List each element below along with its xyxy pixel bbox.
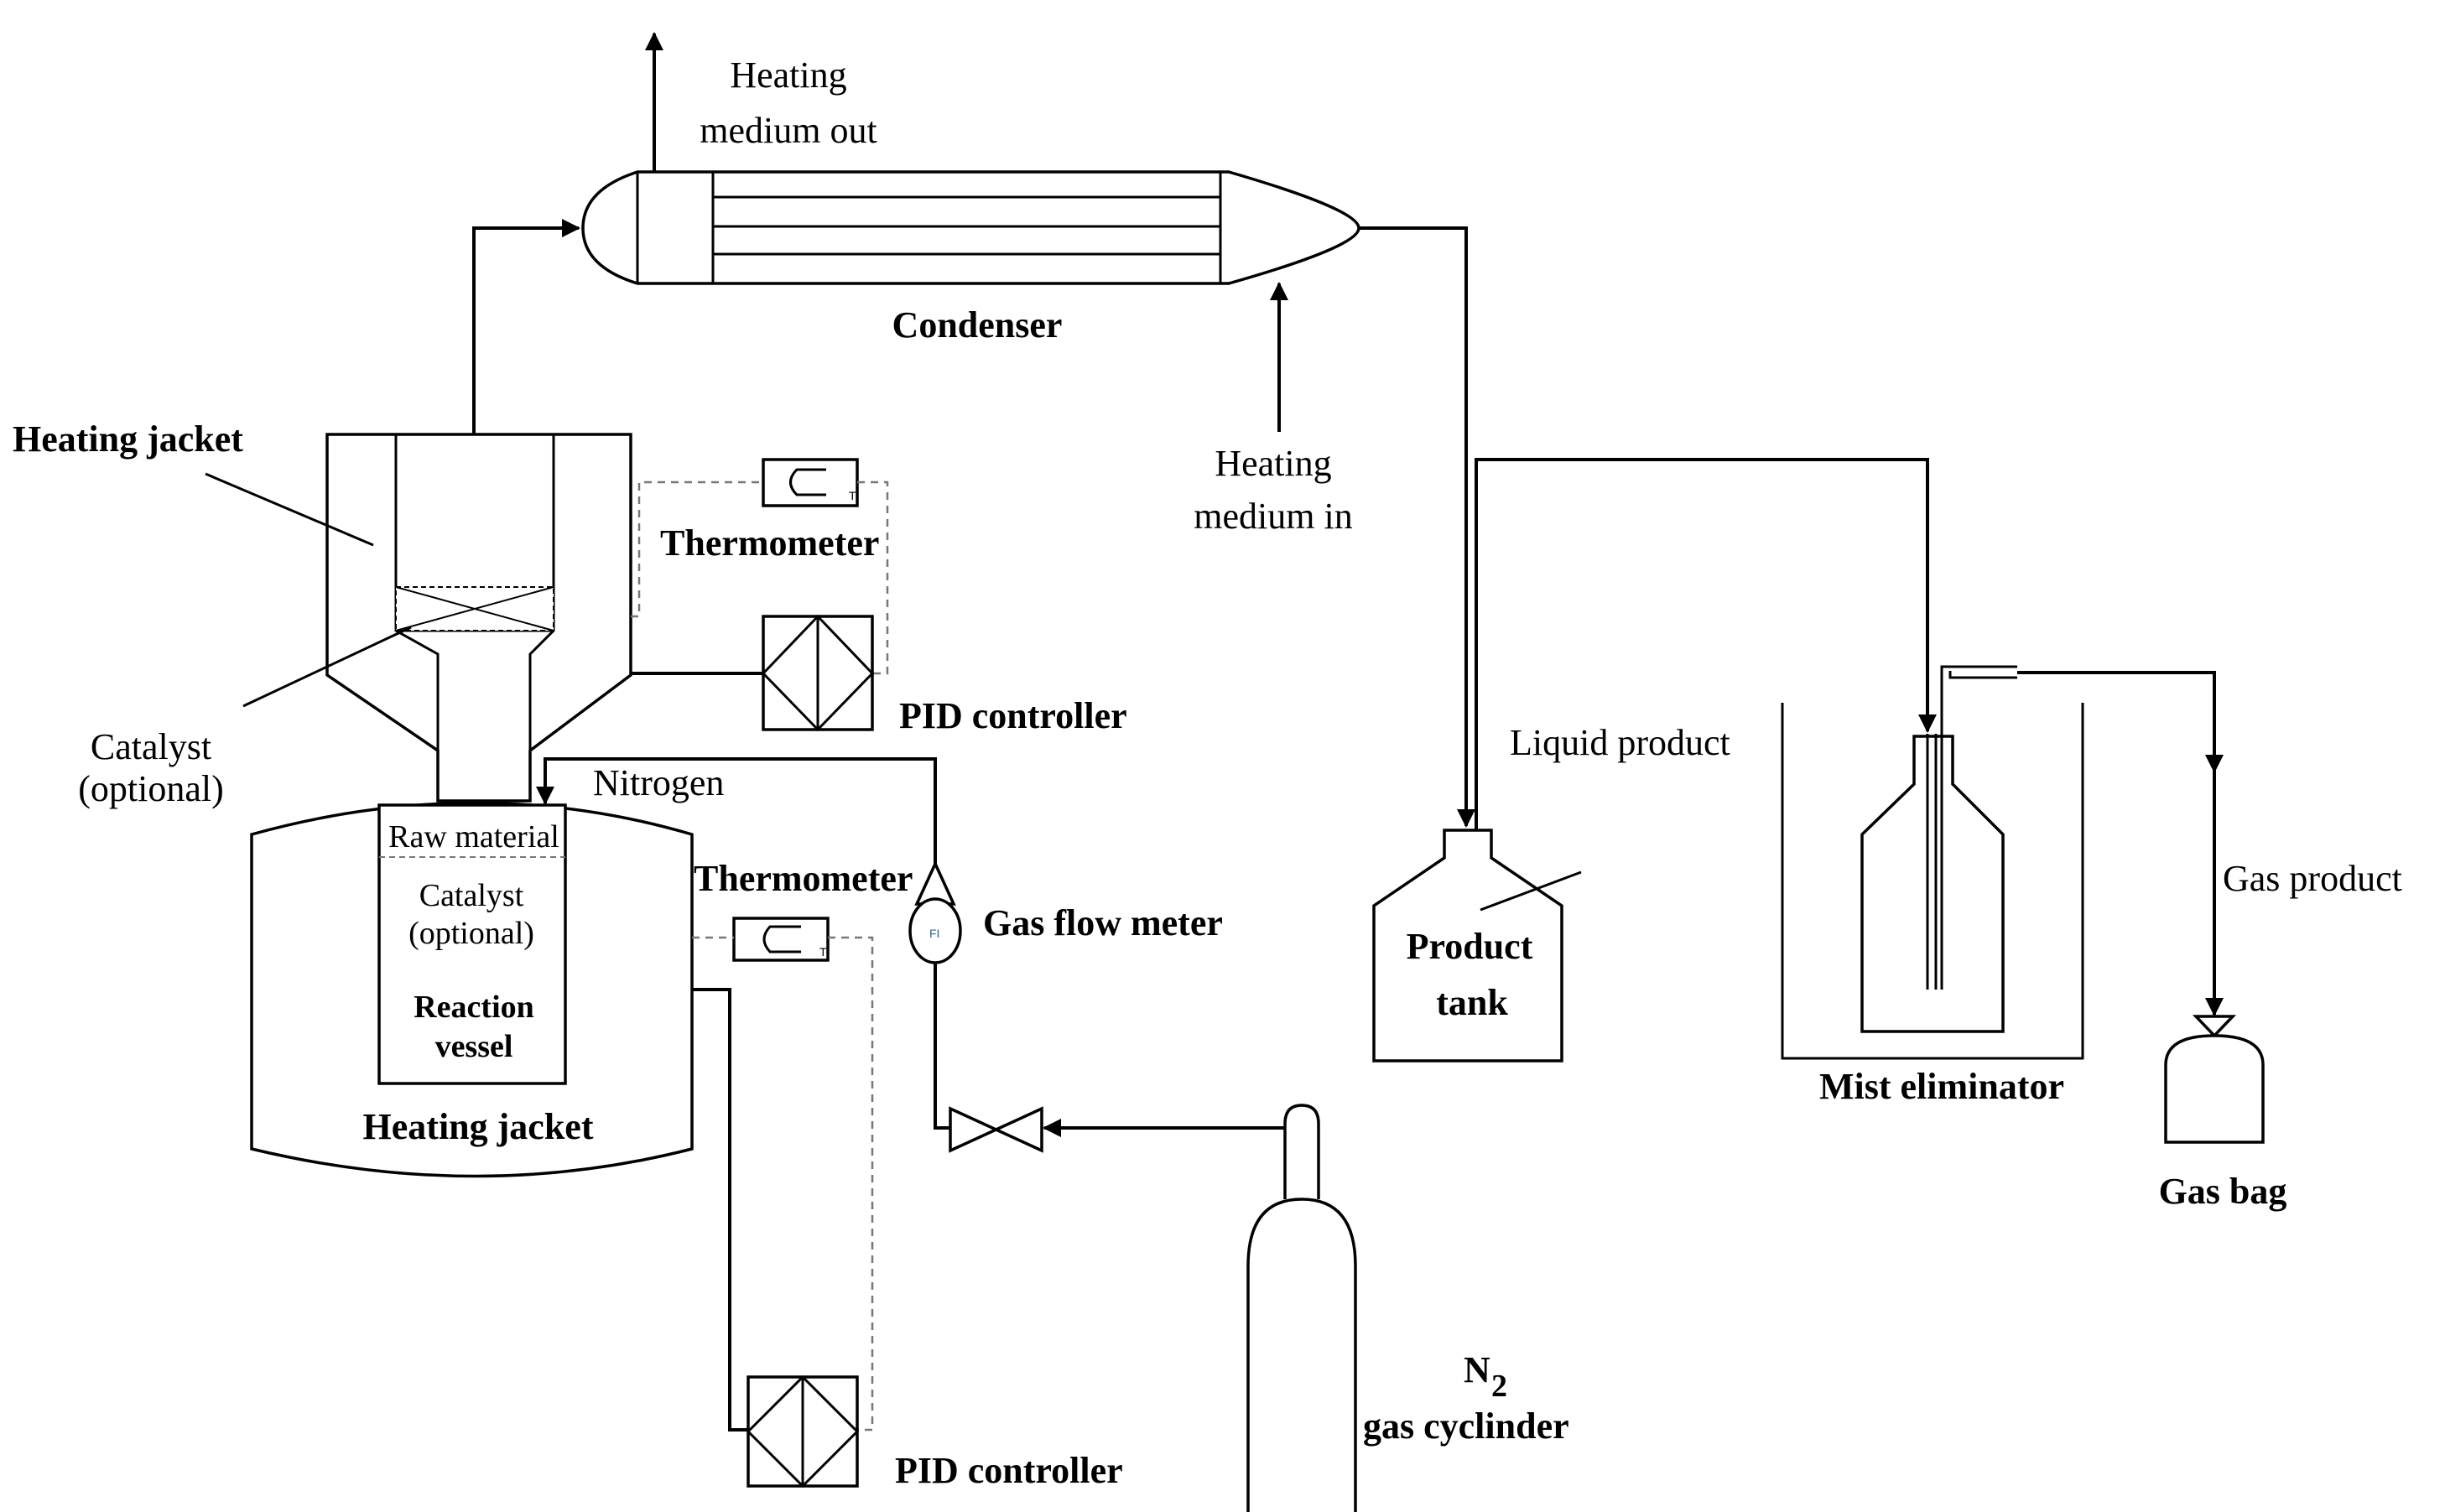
thermometer-icon: T	[732, 917, 830, 962]
catalyst-optional-left-label-2: (optional)	[78, 768, 224, 809]
gas-bag-label: Gas bag	[2159, 1171, 2287, 1212]
gas-cylinder-label: gas cyclinder	[1363, 1405, 1569, 1447]
heating-jacket-top-label: Heating jacket	[13, 418, 243, 460]
condenser-outlet-line	[1359, 226, 1475, 828]
thermometer-bottom-label: Thermometer	[694, 858, 913, 899]
condenser-label: Condenser	[892, 304, 1063, 346]
gas-product-line	[2017, 671, 2216, 1011]
n2-gas-cylinder	[1246, 1104, 1357, 1512]
pid-controller-bottom-label: PID controller	[895, 1450, 1123, 1491]
product-tank	[1372, 829, 1563, 1063]
heating-medium-in-label-2: medium in	[1194, 496, 1352, 537]
cylinder-to-valve	[1043, 1109, 1303, 1137]
heating-medium-out-label: Heating	[730, 55, 846, 96]
heating-jacket-bottom-label: Heating jacket	[363, 1106, 594, 1147]
svg-text:T: T	[849, 489, 856, 502]
catalyst-bed	[395, 586, 554, 631]
svg-text:FI: FI	[929, 927, 939, 940]
catalyst-optional-vessel-label-2: (optional)	[408, 916, 534, 951]
mist-eliminator-bath	[1781, 703, 2084, 1060]
vapor-line	[472, 219, 580, 434]
n2-subscript: 2	[1491, 1369, 1507, 1404]
mist-eliminator-label: Mist eliminator	[1819, 1066, 2064, 1107]
product-tank-label: Product	[1407, 926, 1533, 967]
n2-label: N	[1464, 1349, 1490, 1390]
heating-medium-in-label: Heating	[1215, 443, 1331, 484]
nitrogen-line	[536, 757, 937, 864]
condenser	[581, 170, 1360, 285]
gas-bag	[2164, 1015, 2265, 1144]
gas-flow-meter-label: Gas flow meter	[983, 902, 1223, 943]
pid-controller-icon	[746, 1374, 860, 1489]
thermometer-bottom-signal-2	[828, 936, 874, 1431]
pid-controller-icon	[761, 614, 875, 732]
heating-medium-out-label-2: medium out	[700, 110, 877, 151]
liquid-product-label: Liquid product	[1510, 722, 1730, 763]
product-tank-label-2: tank	[1436, 982, 1508, 1023]
raw-material-label: Raw material	[388, 819, 559, 855]
mist-eliminator-bottle	[1860, 665, 2017, 1033]
thermometer-top-signal	[631, 481, 763, 618]
tank-to-mist-line	[1475, 458, 1937, 830]
catalyst-optional-left-label: Catalyst	[91, 726, 211, 767]
reaction-vessel	[377, 803, 567, 1085]
catalyst-leader	[242, 626, 412, 708]
heating-jacket-top-leader	[205, 472, 374, 547]
gas-product-label: Gas product	[2223, 858, 2402, 899]
reaction-vessel-label-2: vessel	[435, 1029, 513, 1064]
bowtie-valve-icon	[949, 1106, 1043, 1153]
gas-flow-meter-icon: FI	[908, 860, 962, 964]
flow-meter-to-valve	[934, 963, 950, 1130]
pid-controller-top-label: PID controller	[899, 695, 1127, 736]
pid-bottom-connection	[692, 988, 748, 1431]
liquid-product-leader	[1480, 870, 1582, 912]
catalyst-optional-vessel-label: Catalyst	[419, 878, 524, 913]
nitrogen-label: Nitrogen	[593, 762, 724, 803]
svg-text:T: T	[819, 945, 827, 959]
reaction-vessel-label: Reaction	[414, 990, 534, 1025]
thermometer-top-signal-2	[857, 481, 889, 675]
thermometer-top-label: Thermometer	[660, 522, 879, 564]
thermometer-icon: T	[762, 458, 859, 507]
